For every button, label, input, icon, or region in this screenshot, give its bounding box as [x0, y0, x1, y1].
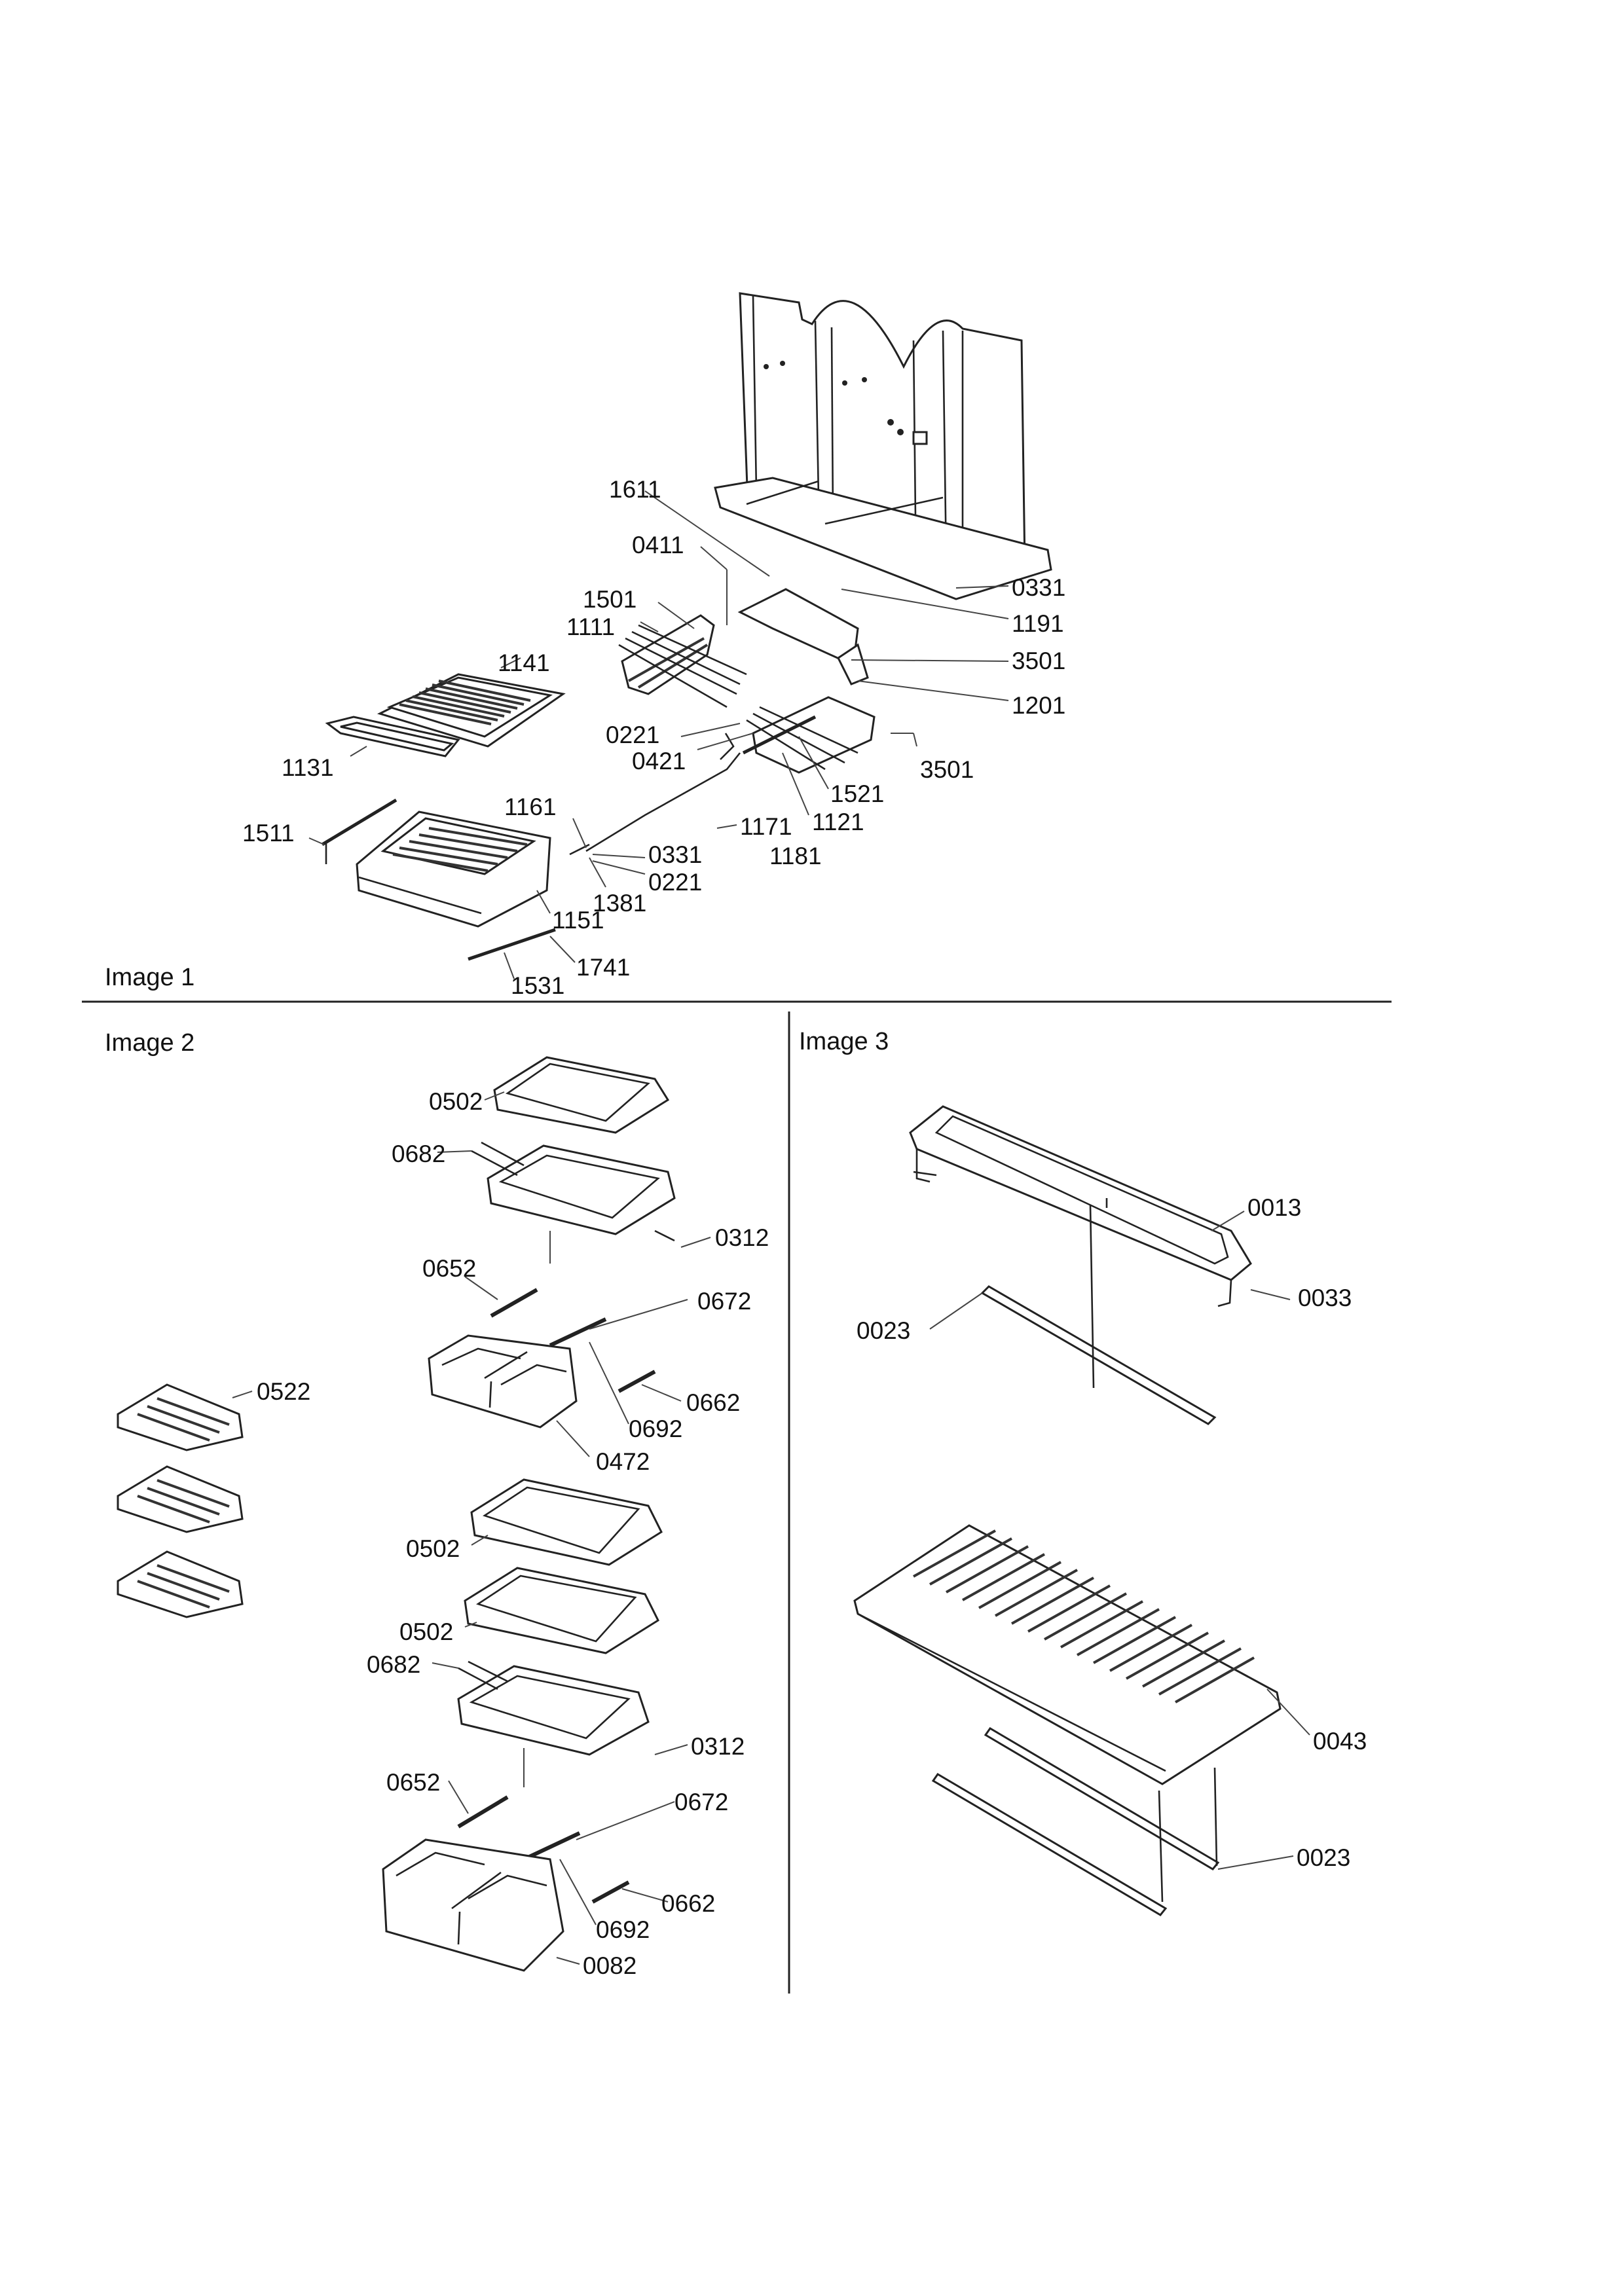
part-label: 0312	[691, 1733, 745, 1760]
shelf-frame-0312	[457, 1665, 650, 1756]
part-label: 0023	[1297, 1844, 1350, 1871]
image3-labels: 0013 0033 0023 0043 0023	[857, 1194, 1367, 1871]
part-label: 3501	[1012, 647, 1065, 674]
part-label: 1131	[282, 754, 334, 781]
image2-drawing	[117, 1056, 676, 1972]
part-label: 0033	[1298, 1285, 1352, 1311]
drawer-pair-0082	[382, 1838, 564, 1972]
part-label: 1381	[593, 890, 646, 917]
drawer-pair-0472	[428, 1334, 578, 1429]
drawer-frame-1121	[742, 696, 876, 774]
part-label: 0652	[422, 1255, 476, 1282]
image2-leader-lines	[232, 1091, 711, 1965]
shelf-1141	[325, 673, 566, 757]
part-label: 1171	[740, 813, 792, 840]
part-label: 0692	[596, 1916, 650, 1943]
glass-shelf-0502	[464, 1567, 659, 1654]
part-label: 1531	[511, 972, 564, 999]
part-label: 0472	[596, 1448, 650, 1475]
slide-0662	[618, 1370, 656, 1393]
image2-labels: 0502 0682 0312 0652 0672 0522 0692 0662 …	[257, 1088, 769, 1979]
part-label: 0662	[661, 1890, 715, 1917]
part-label: 0331	[1012, 574, 1065, 601]
glass-shelf-0502	[470, 1478, 663, 1566]
part-label: 0312	[715, 1224, 769, 1251]
part-label: 0411	[632, 532, 684, 558]
image1-leader-lines	[308, 490, 1009, 979]
part-label: 1161	[504, 793, 557, 820]
part-label: 0082	[583, 1952, 637, 1979]
shelf-frame-0312	[487, 1144, 676, 1235]
section-title-image3: Image 3	[799, 1028, 889, 1055]
crisper-pan-1151	[356, 811, 551, 928]
part-label: 1121	[812, 809, 864, 835]
part-label: 0502	[399, 1618, 453, 1645]
part-label: 1501	[583, 586, 637, 613]
wire-1171	[585, 752, 741, 852]
slide-0672	[549, 1317, 607, 1347]
bin-0522	[117, 1383, 244, 1618]
part-label: 0672	[674, 1789, 728, 1815]
part-label: 0682	[367, 1651, 420, 1678]
image3-drawing	[853, 1105, 1282, 1916]
part-label: 0013	[1247, 1194, 1301, 1221]
part-label: 0331	[648, 841, 702, 868]
section-title-image1: Image 1	[105, 964, 194, 991]
image1-labels: 1611 0411 1501 1111 1141 0331 1191 3501 …	[242, 476, 1065, 999]
slide-0652	[490, 1288, 538, 1318]
part-label: 0043	[1313, 1728, 1367, 1755]
part-label: 1191	[1012, 610, 1064, 637]
refrigerator-cabinet	[714, 292, 1052, 600]
drawer-frame-1501	[618, 614, 747, 708]
rail-1511	[321, 798, 397, 847]
part-label: 0672	[697, 1288, 751, 1315]
part-label: 0682	[392, 1140, 445, 1167]
section-title-image2: Image 2	[105, 1029, 194, 1057]
part-label: 0662	[686, 1389, 740, 1416]
part-label: 3501	[920, 756, 974, 783]
drawer-frame-1201	[737, 588, 869, 685]
part-label: 0421	[632, 748, 686, 774]
part-label: 0692	[629, 1415, 682, 1442]
rail-1531	[468, 928, 556, 961]
rail-0023	[980, 1285, 1217, 1425]
part-label: 1611	[609, 476, 661, 503]
part-label: 0652	[386, 1769, 440, 1796]
part-label: 1521	[830, 780, 884, 807]
part-label: 0023	[857, 1317, 910, 1344]
part-label: 0502	[429, 1088, 483, 1115]
part-label: 1111	[566, 613, 615, 640]
part-label: 0522	[257, 1378, 310, 1405]
glass-shelf-0502	[493, 1056, 670, 1134]
part-label: 0221	[606, 721, 659, 748]
part-label: 1181	[769, 843, 822, 869]
cover-frame-0013	[909, 1105, 1252, 1307]
image3-leader-lines	[929, 1211, 1310, 1870]
part-label: 1201	[1012, 692, 1065, 719]
part-label: 1741	[576, 954, 630, 981]
part-label: 1141	[498, 649, 550, 676]
crisper-cover-0043	[853, 1524, 1282, 1785]
part-label: 1151	[552, 907, 604, 934]
part-label: 0502	[406, 1535, 460, 1562]
part-label: 1511	[242, 820, 295, 847]
part-label: 0221	[648, 869, 702, 896]
image1-drawing	[321, 292, 1052, 961]
